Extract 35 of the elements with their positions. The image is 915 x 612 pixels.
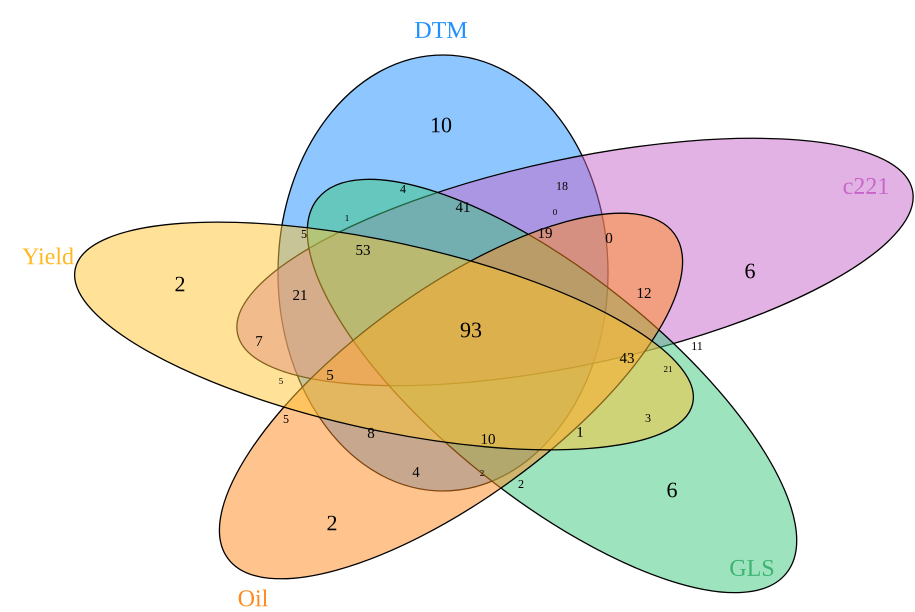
region-count: 1 xyxy=(578,427,583,437)
set-name: Yield xyxy=(22,248,74,264)
region-count: 5 xyxy=(302,230,307,238)
region-count: 41 xyxy=(456,202,470,212)
region-count: 21 xyxy=(293,290,307,300)
region-count: 5 xyxy=(327,370,334,380)
set-name: DTM xyxy=(415,22,467,38)
region-count: 19 xyxy=(538,228,552,238)
region-count: 4 xyxy=(400,185,406,193)
set-name: GLS xyxy=(730,560,774,576)
region-count: 11 xyxy=(692,342,702,350)
region-count: 93 xyxy=(460,322,482,338)
region-count: 4 xyxy=(412,467,420,477)
region-count: 5 xyxy=(279,378,283,384)
region-count: 7 xyxy=(256,336,262,346)
region-count: 2 xyxy=(327,516,336,530)
set-name: c221 xyxy=(844,178,888,194)
region-count: 18 xyxy=(557,182,568,190)
region-count: 3 xyxy=(646,414,651,422)
region-count: 10 xyxy=(432,118,452,132)
region-count: 10 xyxy=(482,434,495,444)
region-count: 53 xyxy=(356,244,370,256)
region-count: 12 xyxy=(638,288,651,298)
region-count: 5 xyxy=(284,415,289,423)
region-count: 21 xyxy=(664,366,672,372)
region-count: 2 xyxy=(175,276,184,292)
region-count: 2 xyxy=(480,470,484,476)
region-count: 0 xyxy=(553,208,557,216)
region-count: 0 xyxy=(606,232,612,244)
region-count: 2 xyxy=(518,480,524,488)
region-count: 1 xyxy=(346,215,349,221)
region-count: 6 xyxy=(745,264,755,278)
region-count: 43 xyxy=(620,352,634,364)
region-count: 6 xyxy=(667,482,677,498)
set-name: Oil xyxy=(238,590,268,606)
